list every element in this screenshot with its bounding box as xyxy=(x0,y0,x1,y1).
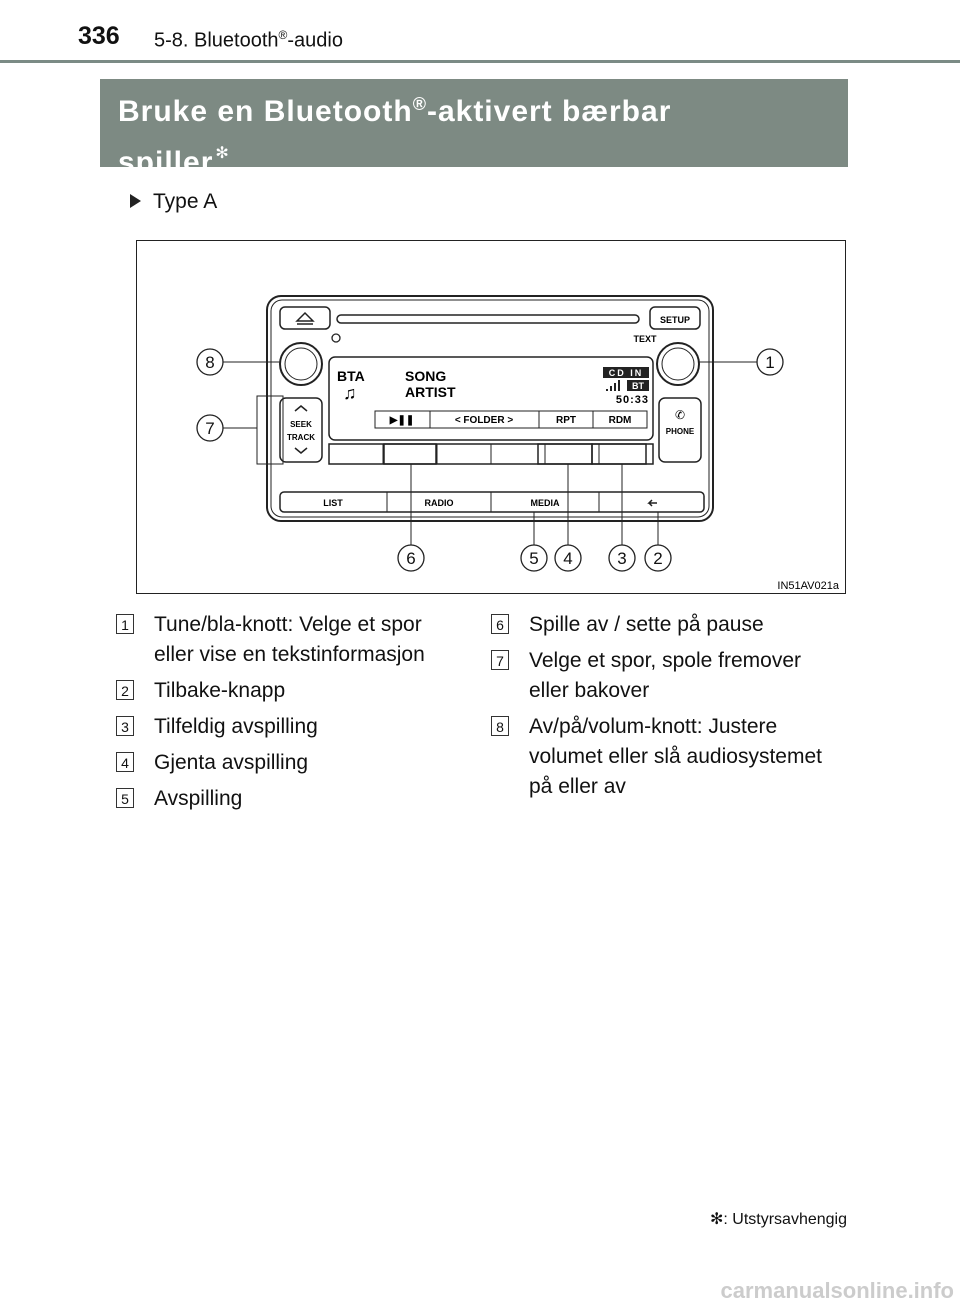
figure-code: IN51AV021a xyxy=(777,580,839,592)
softkey-rpt: RPT xyxy=(556,415,576,426)
section-title: 5-8. Bluetooth®-audio xyxy=(154,28,343,52)
watermark-footer: carmanualsonline.info xyxy=(720,1278,955,1303)
callout-1: 1 xyxy=(765,353,774,372)
triangle-bullet-icon xyxy=(130,194,141,208)
eject-icon xyxy=(295,311,315,325)
softkey-rdm: RDM xyxy=(609,415,632,426)
chevron-down-icon xyxy=(294,447,308,454)
text-label: TEXT xyxy=(633,334,657,344)
volume-knob xyxy=(279,342,323,386)
tune-knob xyxy=(656,342,700,386)
audio-unit-figure: SETUP TEXT BTA ♫ SONG ARTIST CD IN BT 50… xyxy=(136,240,846,594)
heading-banner: Bruke en Bluetooth®-aktivert bærbar spil… xyxy=(100,79,848,179)
chevron-up-icon xyxy=(294,405,308,412)
callout-5: 5 xyxy=(529,549,538,568)
type-label: Type A xyxy=(130,190,217,214)
page-number: 336 xyxy=(78,22,120,50)
softkey-folder: < FOLDER > xyxy=(455,415,514,426)
phone-icon: ✆ xyxy=(675,408,685,422)
music-note-icon: ♫ xyxy=(343,383,357,403)
seek-label: SEEK xyxy=(290,420,312,429)
callout-3: 3 xyxy=(617,549,626,568)
display-time: 50:33 xyxy=(616,394,649,406)
media-label: MEDIA xyxy=(531,498,561,508)
radio-label: RADIO xyxy=(425,498,454,508)
list-label: LIST xyxy=(323,498,343,508)
display-song: SONG xyxy=(405,368,446,384)
display-artist: ARTIST xyxy=(405,384,456,400)
bt-label: BT xyxy=(632,381,644,391)
softkey-play: ▶❚❚ xyxy=(389,415,414,426)
cdin-label: CD IN xyxy=(609,368,644,378)
header-rule xyxy=(0,60,960,63)
callout-6: 6 xyxy=(406,549,415,568)
back-arrow-icon xyxy=(647,499,657,507)
callout-2: 2 xyxy=(653,549,662,568)
setup-label: SETUP xyxy=(660,315,690,325)
callout-8: 8 xyxy=(205,353,214,372)
signal-icon xyxy=(606,380,620,391)
track-label: TRACK xyxy=(287,433,315,442)
display-source: BTA xyxy=(337,368,365,384)
callout-7: 7 xyxy=(205,419,214,438)
footnote: ✻: Utstyrsavhengig xyxy=(709,1211,847,1228)
phone-label: PHONE xyxy=(666,427,695,436)
power-icon xyxy=(331,333,341,343)
callout-4: 4 xyxy=(563,549,572,568)
